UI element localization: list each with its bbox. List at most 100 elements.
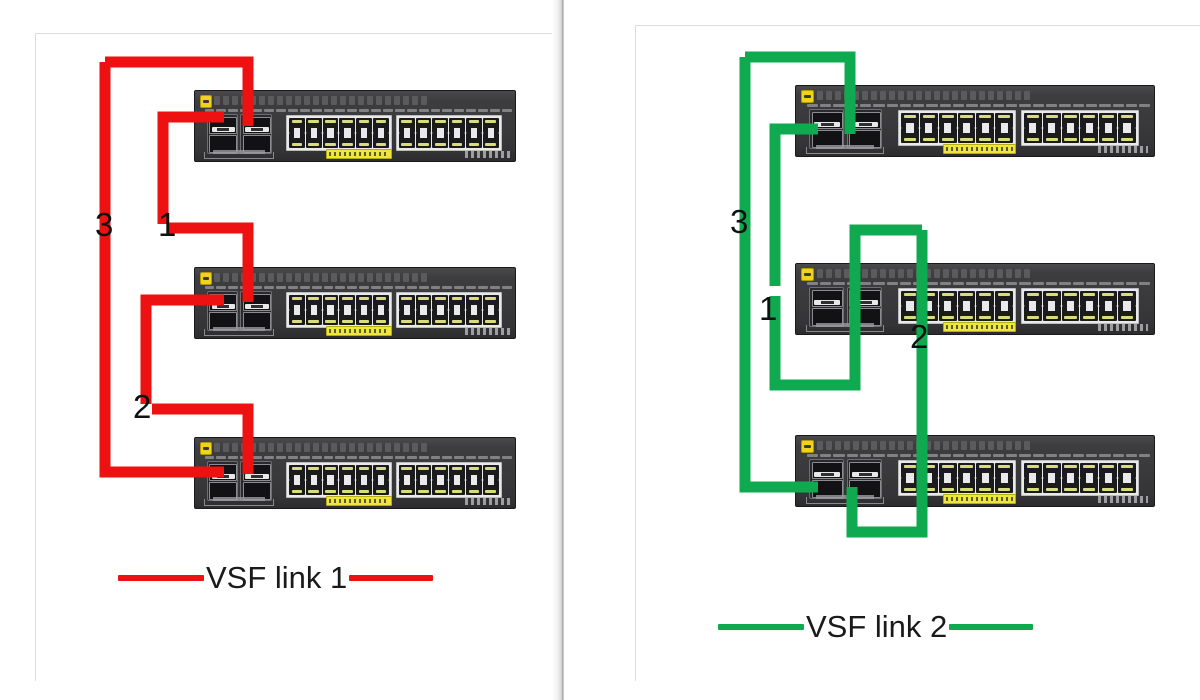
rj45-port[interactable]	[938, 462, 957, 479]
rj45-port-bank-2[interactable]	[1020, 287, 1139, 325]
rj45-port[interactable]	[1118, 306, 1136, 322]
rj45-port[interactable]	[356, 133, 373, 149]
rj45-port[interactable]	[1023, 462, 1042, 479]
rj45-port[interactable]	[1061, 478, 1080, 494]
rj45-port[interactable]	[1099, 112, 1118, 129]
rj45-port[interactable]	[919, 128, 938, 144]
rj45-port[interactable]	[482, 464, 499, 481]
rj45-port[interactable]	[957, 112, 976, 129]
rj45-port[interactable]	[1061, 306, 1080, 322]
sfp-port-group-2[interactable]	[846, 287, 882, 327]
rj45-port[interactable]	[1042, 478, 1061, 494]
rj45-port[interactable]	[466, 133, 482, 149]
rj45-port[interactable]	[398, 310, 415, 326]
rj45-port[interactable]	[339, 480, 356, 496]
rj45-port-bank-2[interactable]	[395, 114, 502, 152]
rj45-port[interactable]	[432, 310, 449, 326]
rj45-port[interactable]	[1080, 128, 1099, 144]
rj45-port[interactable]	[1061, 112, 1080, 129]
rj45-port[interactable]	[1118, 290, 1136, 307]
rj45-port[interactable]	[339, 117, 356, 134]
rj45-port[interactable]	[938, 290, 957, 307]
sfp-cage-upper[interactable]	[208, 463, 238, 482]
rj45-port[interactable]	[1023, 112, 1042, 129]
rj45-port[interactable]	[415, 480, 432, 496]
rj45-port[interactable]	[415, 294, 432, 311]
rj45-port[interactable]	[957, 478, 976, 494]
rj45-port[interactable]	[289, 294, 305, 311]
rj45-port[interactable]	[356, 464, 373, 481]
rj45-port[interactable]	[373, 480, 389, 496]
rj45-port[interactable]	[466, 117, 482, 134]
rj45-port-bank-1[interactable]	[286, 114, 392, 152]
rj45-port[interactable]	[305, 480, 322, 496]
rj45-port[interactable]	[432, 117, 449, 134]
rj45-port[interactable]	[957, 462, 976, 479]
sfp-cage-upper[interactable]	[811, 289, 844, 308]
rj45-port[interactable]	[373, 117, 389, 134]
rj45-port[interactable]	[938, 112, 957, 129]
rj45-port[interactable]	[415, 133, 432, 149]
rj45-port[interactable]	[995, 462, 1014, 479]
rj45-port[interactable]	[1118, 462, 1136, 479]
rj45-port[interactable]	[305, 294, 322, 311]
sfp-cage-upper[interactable]	[849, 461, 882, 480]
rj45-port[interactable]	[482, 133, 499, 149]
rj45-port[interactable]	[976, 128, 995, 144]
rj45-port[interactable]	[919, 112, 938, 129]
rj45-port-bank-1[interactable]	[286, 461, 392, 499]
rj45-port[interactable]	[1061, 290, 1080, 307]
sfp-port-group-2[interactable]	[846, 459, 882, 499]
rj45-port[interactable]	[919, 290, 938, 307]
rj45-port[interactable]	[957, 128, 976, 144]
rj45-port[interactable]	[1118, 128, 1136, 144]
rj45-port[interactable]	[482, 294, 499, 311]
rj45-port[interactable]	[995, 478, 1014, 494]
rj45-port[interactable]	[1118, 112, 1136, 129]
rj45-port[interactable]	[1099, 128, 1118, 144]
rj45-port-bank-1[interactable]	[898, 459, 1017, 497]
rj45-port[interactable]	[398, 117, 415, 134]
rj45-port[interactable]	[356, 310, 373, 326]
rj45-port[interactable]	[466, 480, 482, 496]
rj45-port[interactable]	[305, 133, 322, 149]
rj45-port-bank-2[interactable]	[1020, 109, 1139, 147]
rj45-port[interactable]	[995, 128, 1014, 144]
rj45-port[interactable]	[976, 478, 995, 494]
rj45-port[interactable]	[398, 480, 415, 496]
sfp-port-group-1[interactable]	[808, 109, 844, 149]
rj45-port[interactable]	[1080, 112, 1099, 129]
rj45-port[interactable]	[1061, 462, 1080, 479]
rj45-port[interactable]	[356, 480, 373, 496]
sfp-port-group-1[interactable]	[206, 461, 238, 501]
rj45-port[interactable]	[1023, 290, 1042, 307]
rj45-port[interactable]	[1042, 112, 1061, 129]
rj45-port[interactable]	[449, 117, 466, 134]
rj45-port[interactable]	[339, 294, 356, 311]
rj45-port[interactable]	[1023, 306, 1042, 322]
rj45-port[interactable]	[373, 310, 389, 326]
sfp-cage-upper[interactable]	[811, 111, 844, 130]
rj45-port[interactable]	[1080, 478, 1099, 494]
rj45-port[interactable]	[339, 310, 356, 326]
rj45-port-bank-2[interactable]	[1020, 459, 1139, 497]
rj45-port[interactable]	[1042, 462, 1061, 479]
sfp-cage-upper[interactable]	[849, 111, 882, 130]
rj45-port[interactable]	[289, 310, 305, 326]
rj45-port[interactable]	[976, 306, 995, 322]
rj45-port[interactable]	[1080, 306, 1099, 322]
rj45-port[interactable]	[482, 310, 499, 326]
rj45-port[interactable]	[432, 464, 449, 481]
rj45-port[interactable]	[1099, 462, 1118, 479]
sfp-cage-upper[interactable]	[849, 289, 882, 308]
rj45-port-bank-1[interactable]	[898, 109, 1017, 147]
rj45-port[interactable]	[322, 117, 339, 134]
rj45-port[interactable]	[1023, 478, 1042, 494]
rj45-port[interactable]	[482, 480, 499, 496]
rj45-port[interactable]	[1042, 290, 1061, 307]
rj45-port[interactable]	[995, 290, 1014, 307]
sfp-port-group-2[interactable]	[240, 114, 272, 154]
rj45-port[interactable]	[938, 478, 957, 494]
sfp-cage-upper[interactable]	[242, 293, 272, 312]
rj45-port[interactable]	[339, 133, 356, 149]
